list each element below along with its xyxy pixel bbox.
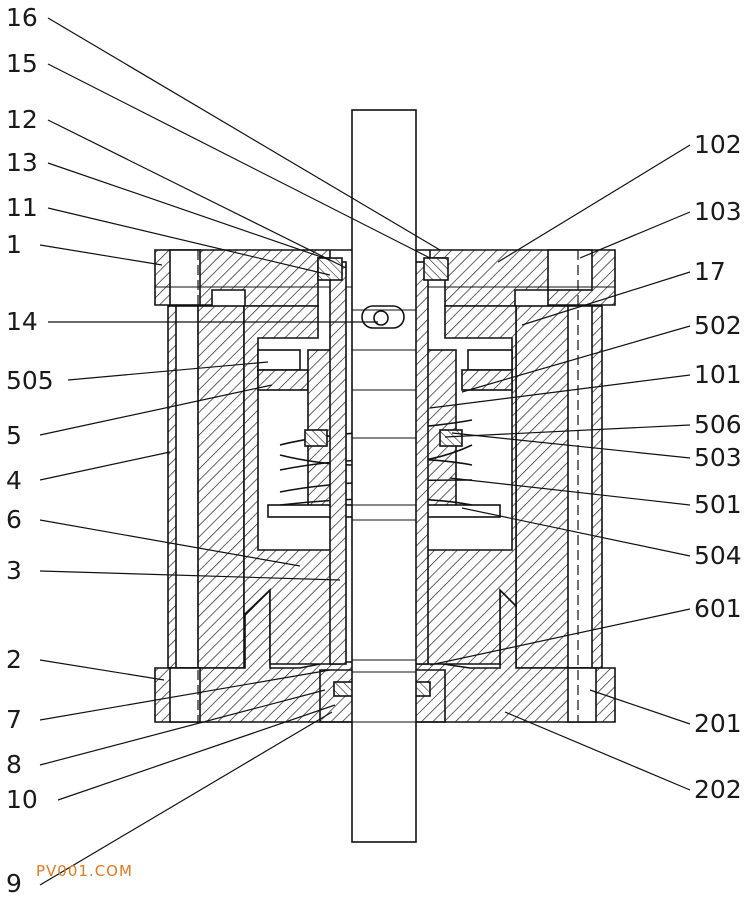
label-15: 15 [6, 49, 38, 78]
label-505: 505 [6, 366, 54, 395]
label-102: 102 [694, 130, 742, 159]
label-103: 103 [694, 197, 742, 226]
label-8: 8 [6, 750, 22, 779]
label-506: 506 [694, 410, 742, 439]
label-1: 1 [6, 230, 22, 259]
label-7: 7 [6, 705, 22, 734]
label-504: 504 [694, 541, 742, 570]
label-13: 13 [6, 148, 38, 177]
label-3: 3 [6, 556, 22, 585]
label-501: 501 [694, 490, 742, 519]
label-5: 5 [6, 421, 22, 450]
leader-lines [39, 17, 691, 886]
label-2: 2 [6, 645, 22, 674]
pin [361, 305, 405, 329]
top-cover [154, 249, 616, 307]
shaft [351, 109, 417, 843]
spring-cup-right [467, 349, 513, 371]
label-502: 502 [694, 311, 742, 340]
label-11: 11 [6, 193, 38, 222]
label-101: 101 [694, 360, 742, 389]
label-12: 12 [6, 105, 38, 134]
labels-right: 102 103 17 502 101 506 503 501 504 601 2… [694, 130, 742, 804]
label-17: 17 [694, 257, 726, 286]
label-10: 10 [6, 785, 38, 814]
label-601: 601 [694, 594, 742, 623]
spring-nut [304, 429, 328, 447]
assembly-geometry [154, 109, 616, 843]
watermark: PV001.COM [36, 862, 133, 880]
label-16: 16 [6, 3, 38, 32]
label-201: 201 [694, 709, 742, 738]
label-14: 14 [6, 307, 38, 336]
top-seal [317, 257, 343, 281]
labels-left: 16 15 12 13 11 1 14 505 5 4 6 3 2 7 8 10… [6, 3, 54, 897]
label-9: 9 [6, 869, 22, 897]
spring-cup-left [257, 349, 301, 371]
label-503: 503 [694, 443, 742, 472]
label-4: 4 [6, 466, 22, 495]
label-202: 202 [694, 775, 742, 804]
label-6: 6 [6, 505, 22, 534]
